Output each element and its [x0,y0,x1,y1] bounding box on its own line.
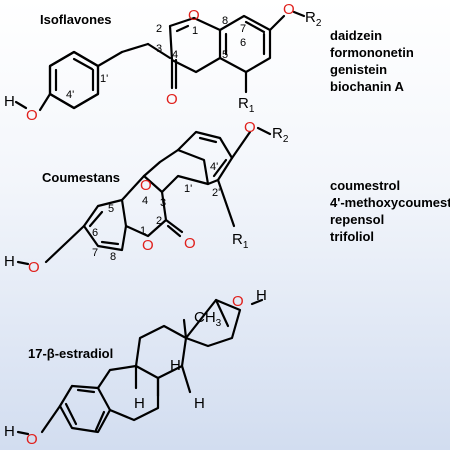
coumestan-oh-o: O [28,259,40,276]
isoflavone-carbonyl-o: O [166,91,178,108]
coumestan-oh-h: H [4,253,15,270]
coumestan-r1: R1 [232,231,249,251]
coum-num-2p: 2' [212,187,220,199]
iso-num-4: 4 [172,49,178,61]
estradiol-phenol-o: O [26,431,38,448]
coumestan-carbonyl-o: O [184,235,196,252]
coum-num-3: 3 [160,197,166,209]
iso-num-3: 3 [156,43,162,55]
estradiol-title: 17-β-estradiol [28,346,113,361]
estradiol-oh-o: O [232,293,244,310]
coum-num-6: 6 [92,227,98,239]
coumestan-or2-o: O [244,119,256,136]
isoflavone-or2-o: O [283,1,295,18]
iso-num-6: 6 [240,37,246,49]
coum-num-4p: 4' [210,161,218,173]
isoflavone-oh-h: H [4,93,15,110]
coumestan-compound: coumestrol [330,178,400,193]
coumestan-compound: repensol [330,212,384,227]
coumestan-compound: 4'-methoxycoumestrol [330,195,450,210]
isoflavone-compound: daidzein [330,28,382,43]
isoflavones-title: Isoflavones [40,12,112,27]
coum-num-1: 1 [140,225,146,237]
coumestan-structure [16,126,272,266]
estradiol-h-c8: H [134,395,145,412]
iso-num-5: 5 [222,49,228,61]
estradiol-oh-h: H [256,287,267,304]
coumestan-compound-list: coumestrol 4'-methoxycoumestrol repensol… [330,178,450,244]
iso-num-1: 1 [192,25,198,37]
coum-num-1p: 1' [184,183,192,195]
estradiol-structure [16,298,264,436]
isoflavone-compound: formononetin [330,45,414,60]
iso-num-7: 7 [240,23,246,35]
iso-num-8: 8 [222,15,228,27]
coumestan-r2: R2 [272,125,289,145]
coumestans-title: Coumestans [42,170,120,185]
coum-num-5: 5 [108,203,114,215]
isoflavone-compound-list: daidzein formononetin genistein biochani… [330,28,414,94]
iso-num-1p: 1' [100,73,108,85]
isoflavone-o1: O [188,7,200,24]
coum-num-4: 4 [142,195,148,207]
estradiol-h-c14: H [194,395,205,412]
estradiol-phenol-h: H [4,423,15,440]
isoflavone-structure [14,10,306,112]
coumestan-lactone-o: O [142,237,154,254]
isoflavone-oh-o: O [26,107,38,124]
isoflavone-r1: R1 [238,95,255,115]
isoflavone-compound: genistein [330,62,387,77]
isoflavone-compound: biochanin A [330,79,405,94]
coum-num-8: 8 [110,251,116,263]
coum-num-7: 7 [92,247,98,259]
iso-num-4p: 4' [66,89,74,101]
iso-num-2: 2 [156,23,162,35]
estradiol-ch3: CH3 [194,309,222,329]
estradiol-h-c9: H [170,357,181,374]
coumestan-compound: trifoliol [330,229,374,244]
coumestan-furan-o: O [140,177,152,194]
isoflavone-r2: R2 [305,9,322,29]
coum-num-2: 2 [156,215,162,227]
